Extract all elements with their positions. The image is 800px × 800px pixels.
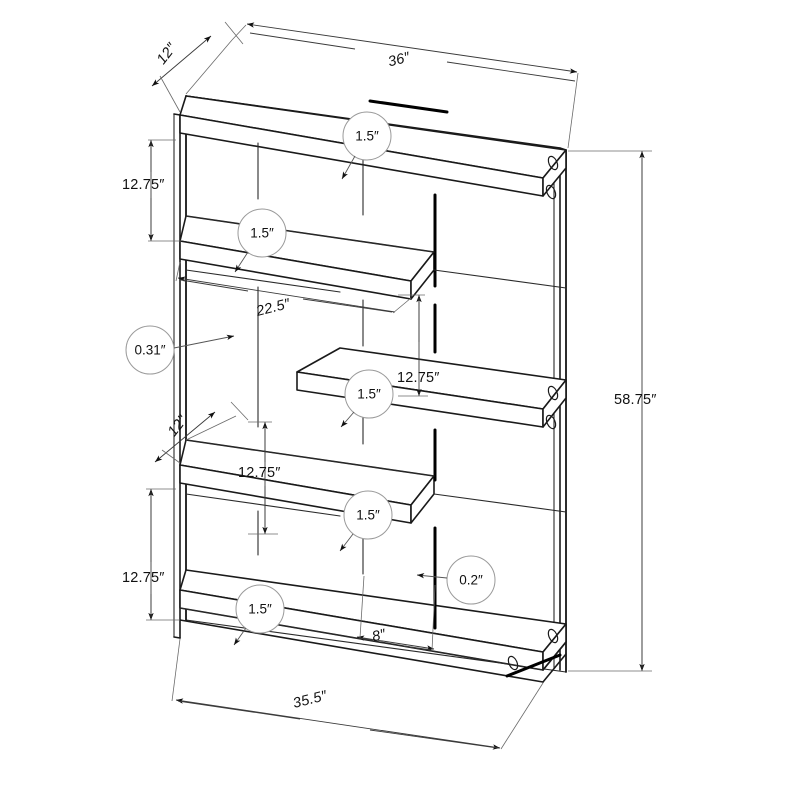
dim-overall-height	[568, 150, 652, 672]
balloon-label-shelf-third: 1.5″	[357, 386, 381, 402]
dim-shelf-span-left	[175, 261, 412, 314]
shelf-third-right	[296, 347, 567, 428]
dim-divider-offset	[356, 575, 436, 652]
balloon-shelf-bottom	[235, 584, 285, 634]
balloon-shelf-second	[237, 208, 287, 258]
left-side-panel	[173, 95, 187, 639]
shelf-bottom	[179, 569, 567, 683]
dim-bay-height-4	[146, 488, 180, 621]
balloon-shelf-top	[342, 111, 392, 161]
dim-bottom-width	[171, 638, 544, 750]
balloon-label-shelf-second: 1.5″	[250, 225, 274, 241]
dim-bay-height-1	[148, 139, 181, 242]
dowel-holes	[507, 155, 559, 671]
balloon-label-shelf-bottom: 1.5″	[248, 601, 272, 617]
balloon-label-back-panel-thickness: 0.2″	[459, 572, 483, 588]
balloon-shelf-third	[344, 369, 394, 419]
dim-bay-height-2	[398, 294, 428, 397]
dim-label-overall-height: 58.75″	[614, 392, 657, 408]
dim-mid-depth	[154, 401, 249, 464]
balloon-label-side-panel-thickness: 0.31″	[134, 342, 166, 358]
dim-top-depth	[151, 21, 244, 113]
dim-label-bay-height-1: 12.75″	[122, 177, 165, 193]
dim-label-divider-offset: 8″	[370, 626, 388, 646]
shelf-fourth-left	[179, 439, 435, 524]
dim-label-bay-height-3: 12.75″	[238, 465, 281, 481]
dim-back-panel-thickness	[416, 555, 496, 605]
dim-label-bay-height-2: 12.75″	[397, 370, 440, 386]
balloon-shelf-fourth	[343, 490, 393, 540]
shelf-second-left	[179, 215, 435, 300]
dim-side-panel-thickness	[125, 325, 235, 375]
dim-label-bay-height-4: 12.75″	[122, 570, 165, 586]
balloon-label-shelf-top: 1.5″	[355, 128, 379, 144]
balloons-thickness	[233, 111, 394, 646]
balloon-label-shelf-fourth: 1.5″	[356, 507, 380, 523]
dim-top-width	[231, 22, 579, 149]
cabinet-structure	[173, 95, 567, 683]
dim-bay-height-3	[248, 421, 278, 535]
